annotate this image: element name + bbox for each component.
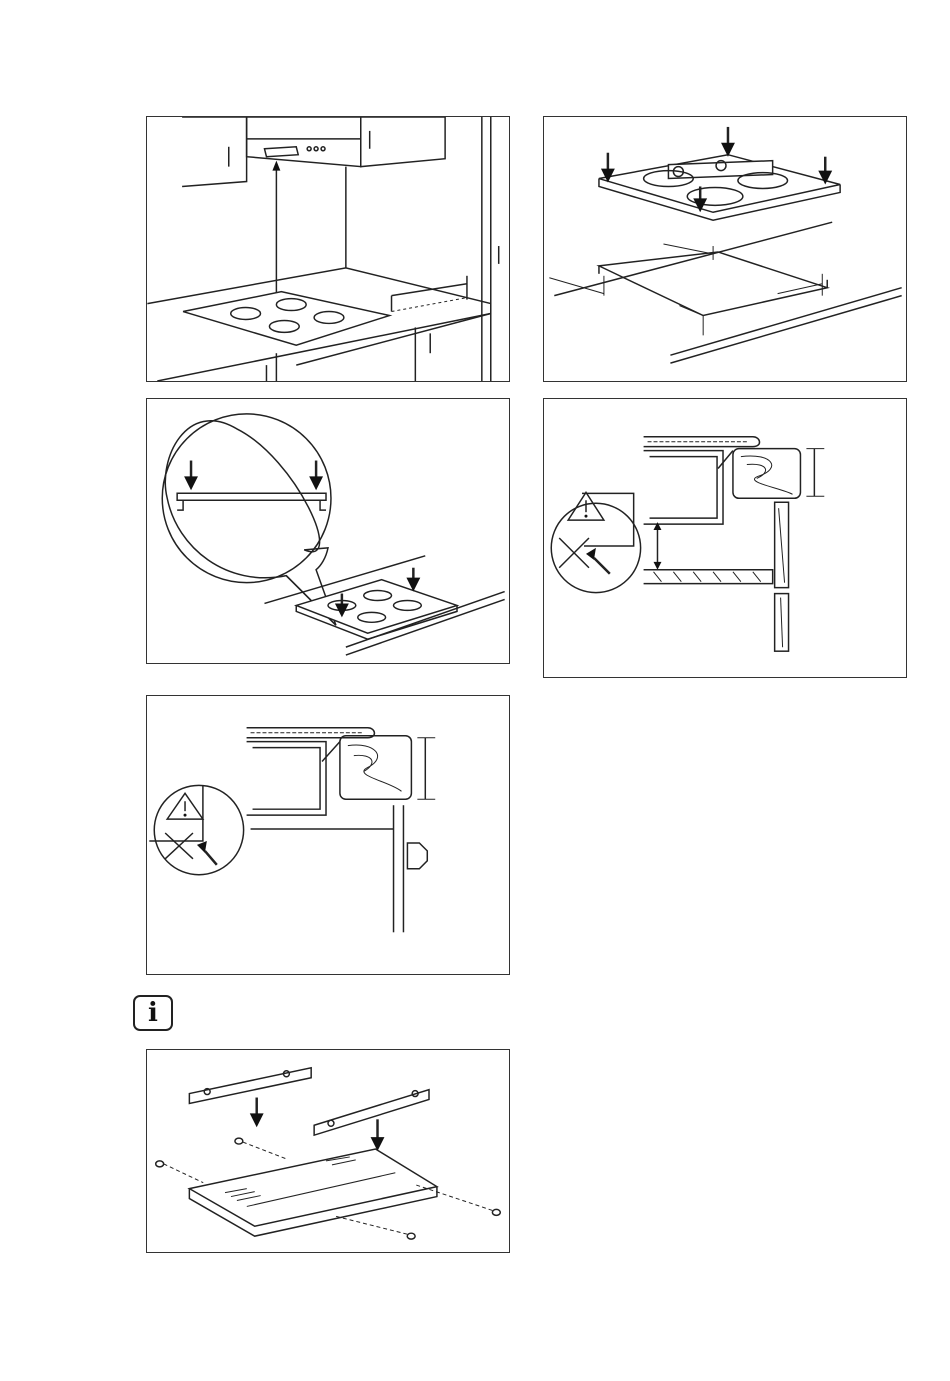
- hob-seal-illustration: [147, 399, 509, 663]
- figure-hob-cutout-dimensions: [543, 116, 907, 382]
- clearance-door-illustration: [147, 696, 509, 974]
- figure-protection-box-assembly: [146, 1049, 510, 1253]
- figure-hob-seal-detail: [146, 398, 510, 664]
- info-icon: i: [133, 995, 173, 1031]
- figure-hob-under-cooker-hood: [146, 116, 510, 382]
- figure-hob-clearance-door: [146, 695, 510, 975]
- clearance-drawer-illustration: [544, 399, 906, 677]
- figure-hob-clearance-drawer: [543, 398, 907, 678]
- kitchen-hood-illustration: [147, 117, 509, 381]
- protection-box-illustration: [147, 1050, 509, 1252]
- hob-cutout-illustration: [544, 117, 906, 381]
